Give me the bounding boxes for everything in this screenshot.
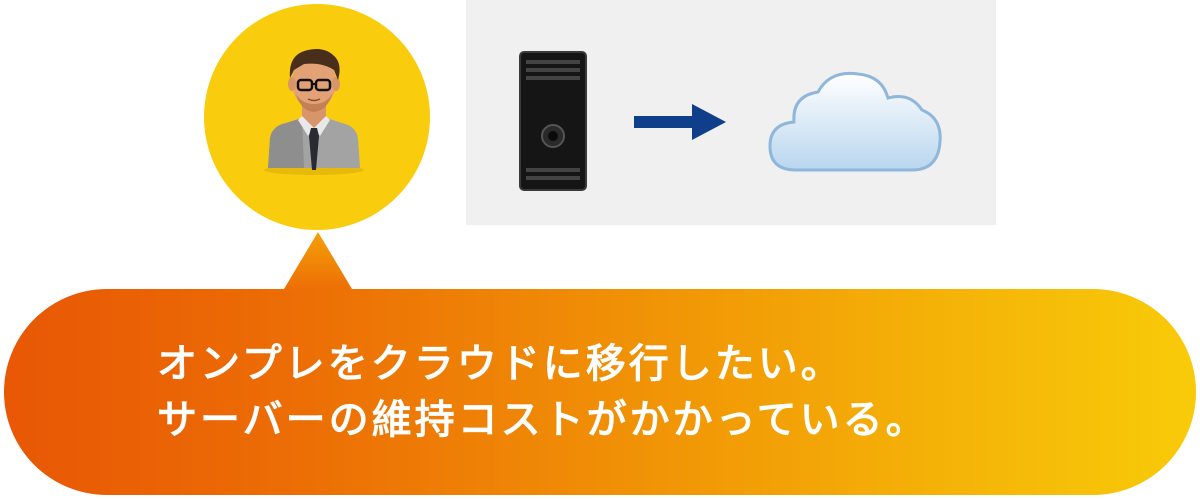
avatar-circle [204,4,430,230]
businessman-icon [264,49,364,175]
arrow-right-icon [634,104,726,140]
migration-panel [466,0,996,225]
speech-bubble [4,289,1196,495]
speech-bubble-text: オンプレをクラウドに移行したい。 サーバーの維持コストがかかっている。 [157,336,929,448]
server-tower-icon [519,51,587,191]
speech-bubble-pointer [281,232,355,294]
speech-line-1: オンプレをクラウドに移行したい。 [157,341,844,387]
cloud-icon [768,71,942,172]
speech-line-2: サーバーの維持コストがかかっている。 [157,397,929,443]
